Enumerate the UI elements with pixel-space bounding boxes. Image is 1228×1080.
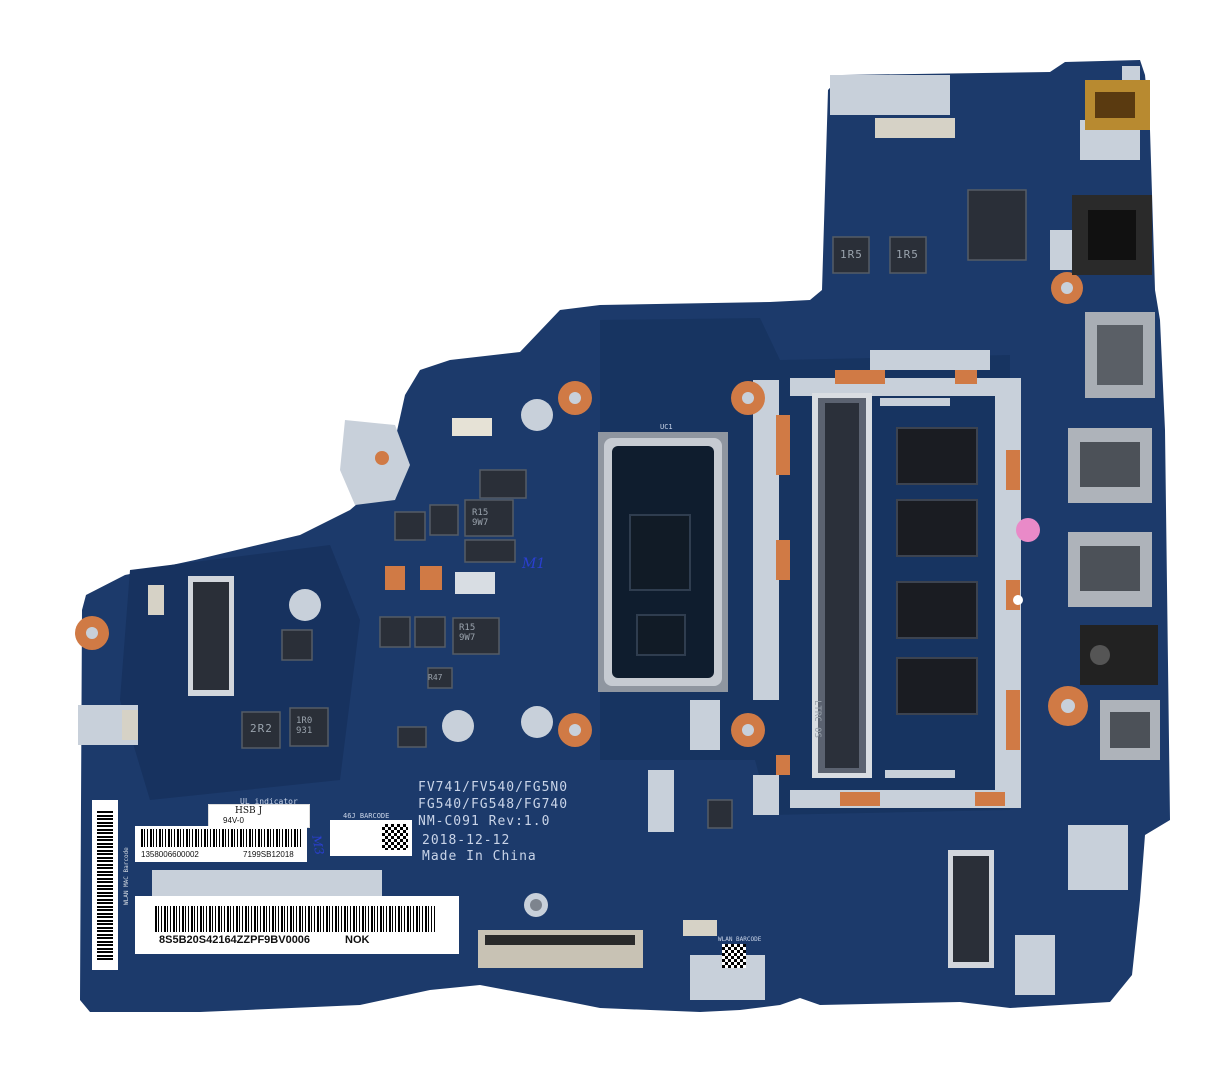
port-usb <box>1068 428 1152 503</box>
port-rj45 <box>1072 195 1152 275</box>
mac-sticker <box>92 800 118 970</box>
barcode <box>141 829 301 847</box>
board-origin: Made In China <box>422 849 537 864</box>
port-hdmi <box>1085 312 1155 398</box>
hsb-label: HSB J 94V-0 <box>208 804 310 828</box>
mac-label: WLAN MAC Barcode <box>123 847 130 905</box>
datamatrix-code <box>382 824 408 850</box>
wlan-qr <box>722 944 746 968</box>
sticker-status: NOK <box>345 934 370 946</box>
fpc-connector <box>875 118 955 138</box>
ribbon-connector <box>683 920 717 936</box>
barcode <box>97 810 113 960</box>
inductor-marking: 1R0 931 <box>296 716 313 736</box>
port-usb <box>1068 532 1152 607</box>
cpu-package <box>598 432 728 692</box>
dimm-slot <box>812 393 955 778</box>
qr-sticker <box>330 820 412 856</box>
ul-indicator: UL indicator <box>240 797 298 806</box>
sticker-code: 8S5B20S42164ZZPF9BV0006 <box>159 934 311 946</box>
inductor-marking: 1R5 <box>896 248 919 261</box>
port-dc-jack <box>1085 80 1150 130</box>
inductor-marking: R15 9W7 <box>472 508 489 528</box>
model-line-3: NM-C091 Rev:1.0 <box>418 814 551 829</box>
barcode-tag: 46J BARCODE <box>343 812 390 820</box>
handwritten-mark: M1 <box>522 556 546 572</box>
serial-left: 1358006600002 <box>141 850 199 859</box>
inductor-marking: R15 9W7 <box>459 623 476 643</box>
dimm-marking: LTRC 0S <box>812 700 822 738</box>
inductor-marking: 2R2 <box>250 722 273 735</box>
port-audio <box>1080 625 1158 685</box>
mount-hole <box>375 451 389 465</box>
serial-right: 7199SB12018 <box>243 850 294 859</box>
inductor-marking: 1R5 <box>840 248 863 261</box>
barcode <box>155 906 435 932</box>
electrolytic-cap <box>1016 518 1040 542</box>
cap-marking: R47 <box>428 673 443 682</box>
cpu-label: UC1 <box>660 423 673 431</box>
board-date: 2018-12-12 <box>422 833 511 848</box>
rating-text: 94V-0 <box>223 816 244 825</box>
wlan-barcode-tag: WLAN BARCODE <box>718 936 762 943</box>
serial-sticker: 1358006600002 7199SB12018 <box>135 826 307 862</box>
main-barcode-sticker: 8S5B20S42164ZZPF9BV0006 NOK <box>135 896 459 954</box>
hsb-text: HSB J <box>235 806 263 816</box>
model-line-2: FG540/FG548/FG740 <box>418 797 569 812</box>
model-line-1: FV741/FV540/FG5N0 <box>418 780 569 795</box>
port-sdcard <box>1100 700 1160 760</box>
